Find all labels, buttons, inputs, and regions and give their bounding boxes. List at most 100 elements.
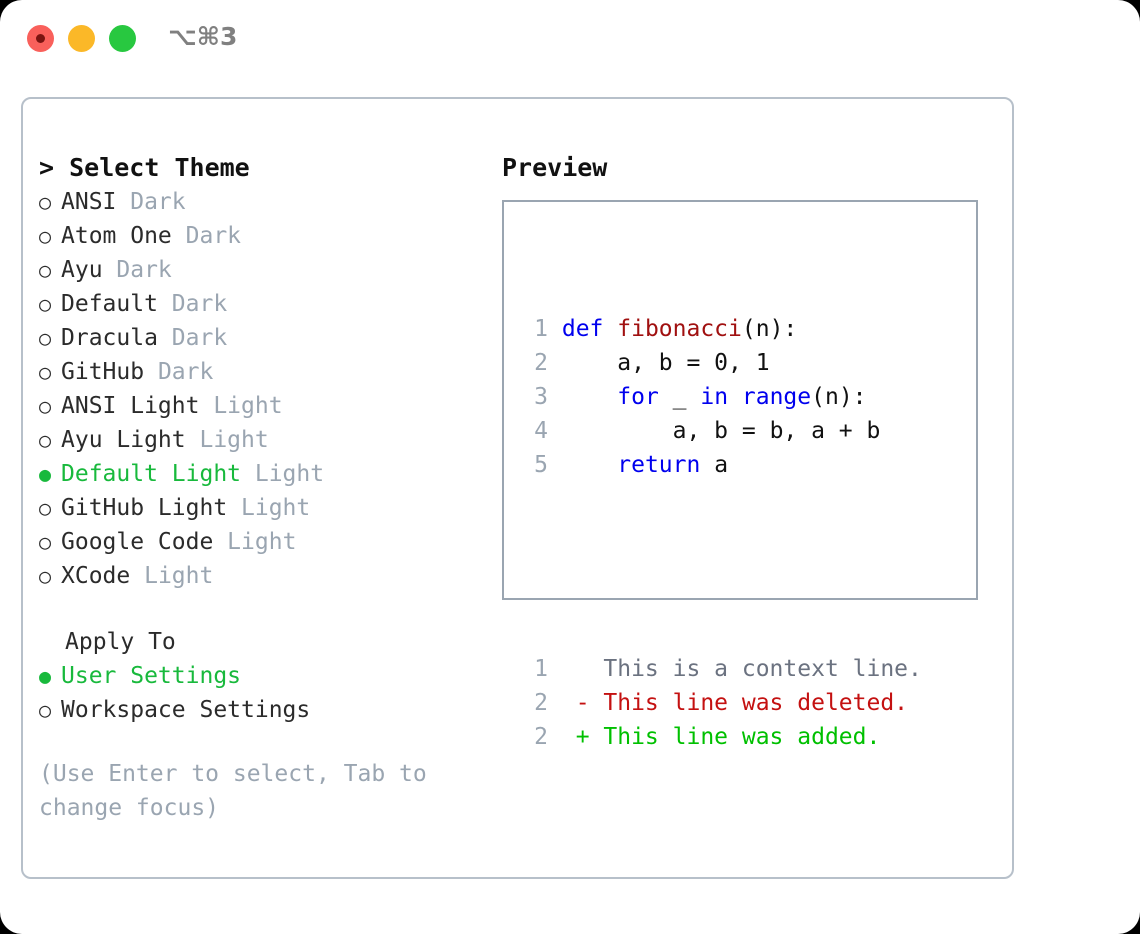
keyboard-shortcut-label: ⌥⌘3 [168, 22, 238, 51]
code-token-pl: a, b = b, a + b [561, 418, 881, 444]
theme-option-dracula[interactable]: ○ Dracula Dark [39, 321, 489, 355]
code-token-fn: fibonacci [617, 316, 742, 342]
diff-line-del: 2 - This line was deleted. [522, 686, 922, 720]
preview-column: Preview 1 def fibonacci(n):2 a, b = 0, 1… [502, 151, 992, 750]
line-number: 1 [534, 656, 548, 682]
theme-option-label: XCode [61, 563, 131, 589]
line-number: 2 [534, 350, 548, 376]
code-line: 1 def fibonacci(n): [522, 312, 922, 346]
theme-selection-column: > Select Theme ○ANSI Dark○Atom One Dark○… [39, 151, 489, 825]
theme-option-github-light[interactable]: ○GitHub Light Light [39, 491, 489, 525]
theme-variant-tag: Dark [157, 291, 228, 317]
code-token-pl: (n): [811, 384, 867, 410]
theme-list: ○ANSI Dark○Atom One Dark○Ayu Dark○Defaul… [39, 185, 489, 593]
theme-variant-tag: Light [227, 495, 311, 521]
theme-option-label: Default Light [61, 461, 242, 487]
theme-option-ansi[interactable]: ○ANSI Dark [39, 185, 489, 219]
theme-option-xcode[interactable]: ○ XCode Light [39, 559, 489, 593]
code-token-pl [562, 452, 617, 478]
gutter-space [548, 418, 562, 444]
theme-variant-tag: Dark [116, 189, 186, 215]
code-line: 2 a, b = 0, 1 [522, 346, 922, 380]
gutter-space [548, 350, 562, 376]
radio-unselected-icon: ○ [39, 564, 52, 588]
select-theme-heading: > Select Theme [39, 153, 250, 182]
code-diff-separator [522, 550, 922, 584]
radio-unselected-icon: ○ [39, 394, 52, 418]
maximize-window-button[interactable] [109, 25, 136, 52]
theme-option-ayu[interactable]: ○Ayu Dark [39, 253, 489, 287]
apply-to-option-user-settings[interactable]: ● User Settings [39, 659, 489, 693]
radio-selected-icon: ● [39, 664, 52, 688]
line-number: 2 [534, 690, 548, 716]
code-token-pl [562, 384, 617, 410]
theme-option-default[interactable]: ○ Default Dark [39, 287, 489, 321]
theme-variant-tag: Dark [144, 359, 214, 385]
line-number: 3 [534, 384, 548, 410]
theme-option-label: Default [61, 291, 158, 317]
code-token-kw: in range [700, 384, 812, 410]
radio-unselected-icon: ○ [39, 496, 52, 520]
apply-to-list: ● User Settings ○ Workspace Settings [39, 659, 489, 727]
code-token-kw: return [617, 452, 701, 478]
line-number: 1 [534, 316, 548, 342]
code-line: 3 for _ in range(n): [522, 380, 922, 414]
diff-sample: 1 This is a context line.2 - This line w… [522, 652, 922, 754]
code-token-pl: _ [658, 384, 701, 410]
keyboard-hint-text: (Use Enter to select, Tab to change focu… [39, 761, 441, 821]
radio-unselected-icon: ○ [39, 326, 52, 350]
apply-to-option-label: User Settings [61, 663, 242, 689]
theme-option-ansi-light[interactable]: ○ ANSI Light Light [39, 389, 489, 423]
theme-option-github[interactable]: ○GitHub Dark [39, 355, 489, 389]
theme-variant-tag: Dark [157, 325, 228, 351]
theme-option-atom-one[interactable]: ○Atom One Dark [39, 219, 489, 253]
code-token-kw: def [561, 316, 618, 342]
theme-option-google-code[interactable]: ○ Google Code Light [39, 525, 489, 559]
theme-variant-tag: Light [185, 427, 269, 453]
main-panel: > Select Theme ○ANSI Dark○Atom One Dark○… [21, 97, 1014, 879]
code-line: 5 return a [522, 448, 922, 482]
theme-option-label: Dracula [61, 325, 158, 351]
theme-option-label: Atom One [61, 223, 172, 249]
diff-line-text: This is a context line. [548, 656, 922, 682]
apply-to-option-label: Workspace Settings [61, 697, 311, 723]
theme-variant-tag: Dark [102, 257, 172, 283]
radio-selected-icon: ● [39, 462, 52, 486]
theme-option-ayu-light[interactable]: ○Ayu Light Light [39, 423, 489, 457]
theme-variant-tag: Dark [171, 223, 242, 249]
diff-line-ctx: 1 This is a context line. [522, 652, 922, 686]
theme-variant-tag: Light [130, 563, 214, 589]
diff-line-text: + This line was added. [548, 724, 881, 750]
code-token-pl: (n): [741, 316, 798, 342]
radio-unselected-icon: ○ [39, 530, 52, 554]
theme-variant-tag: Light [199, 393, 283, 419]
theme-option-default-light[interactable]: ●Default Light Light [39, 457, 489, 491]
gutter-space [548, 316, 562, 342]
close-window-button[interactable] [27, 25, 54, 52]
minimize-window-button[interactable] [68, 25, 95, 52]
line-number: 2 [534, 724, 548, 750]
preview-heading: Preview [502, 153, 608, 182]
apply-to-heading: Apply To [65, 629, 176, 655]
apply-to-option-workspace-settings[interactable]: ○ Workspace Settings [39, 693, 489, 727]
line-number: 4 [534, 418, 548, 444]
theme-option-label: ANSI Light [61, 393, 200, 419]
traffic-lights [27, 25, 136, 52]
radio-unselected-icon: ○ [39, 428, 52, 452]
theme-option-label: Google Code [61, 529, 214, 555]
diff-line-text: - This line was deleted. [548, 690, 909, 716]
code-token-kw: for [617, 384, 659, 410]
radio-unselected-icon: ○ [39, 292, 52, 316]
gutter-space [548, 452, 562, 478]
theme-variant-tag: Light [213, 529, 297, 555]
gutter-space [548, 384, 562, 410]
diff-line-add: 2 + This line was added. [522, 720, 922, 754]
theme-option-label: Ayu [61, 257, 103, 283]
radio-unselected-icon: ○ [39, 698, 52, 722]
theme-option-label: GitHub [61, 359, 145, 385]
radio-unselected-icon: ○ [39, 190, 52, 214]
